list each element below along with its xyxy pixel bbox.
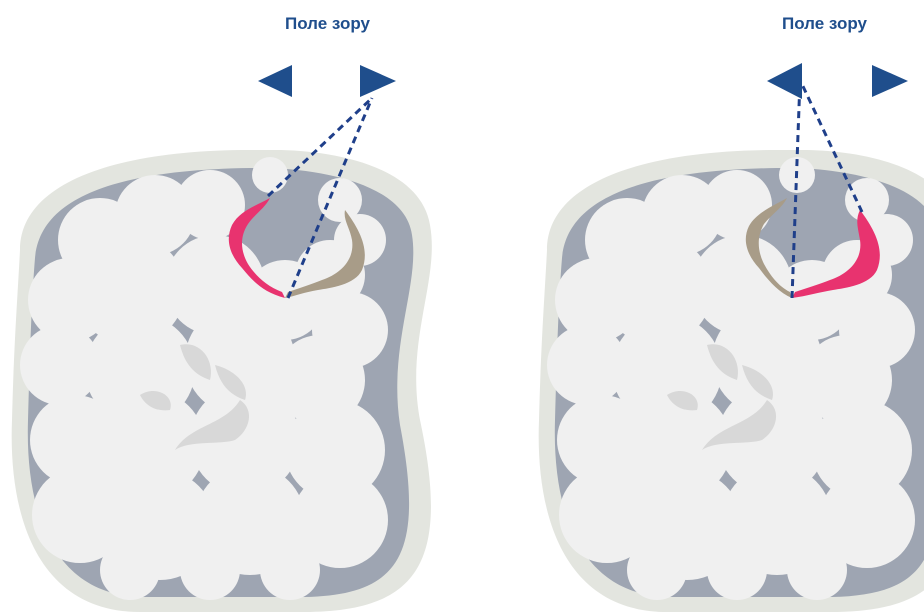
field-of-view-title: Поле зору	[285, 14, 370, 34]
diagram-panel-right: Поле зору	[462, 0, 924, 613]
brain-section-right	[462, 0, 924, 613]
triangle-right-icon	[872, 65, 908, 97]
field-of-view-title: Поле зору	[782, 14, 867, 34]
diagram-panel-left: Поле зору	[0, 0, 462, 613]
brain-section-left	[0, 0, 462, 613]
triangle-left-icon	[767, 63, 802, 99]
triangle-right-icon	[360, 65, 396, 97]
triangle-left-icon	[258, 65, 292, 97]
